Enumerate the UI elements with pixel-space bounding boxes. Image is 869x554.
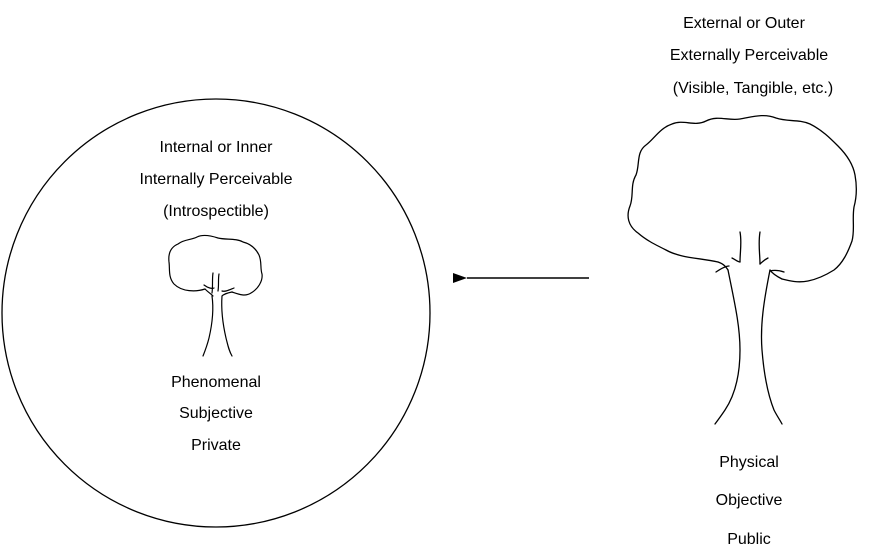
inner-quality-private: Private <box>191 437 241 454</box>
inner-mind-circle <box>1 98 431 528</box>
inner-quality-phenomenal: Phenomenal <box>171 374 261 391</box>
inner-heading-line-1: Internal or Inner <box>160 139 274 156</box>
inner-heading-line-3: (Introspectible) <box>163 203 269 220</box>
outer-heading-line-3: (Visible, Tangible, etc.) <box>673 80 833 97</box>
outer-heading-line-2: Externally Perceivable <box>670 47 828 64</box>
outer-heading-line-1: External or Outer <box>683 15 806 32</box>
inner-quality-subjective: Subjective <box>179 405 253 422</box>
outer-quality-objective: Objective <box>716 492 783 509</box>
inner-heading-line-2: Internally Perceivable <box>140 171 293 188</box>
outer-quality-public: Public <box>727 531 771 548</box>
inner-tree-icon <box>168 234 263 357</box>
outer-quality-physical: Physical <box>719 454 779 471</box>
outer-tree-icon <box>627 114 858 425</box>
